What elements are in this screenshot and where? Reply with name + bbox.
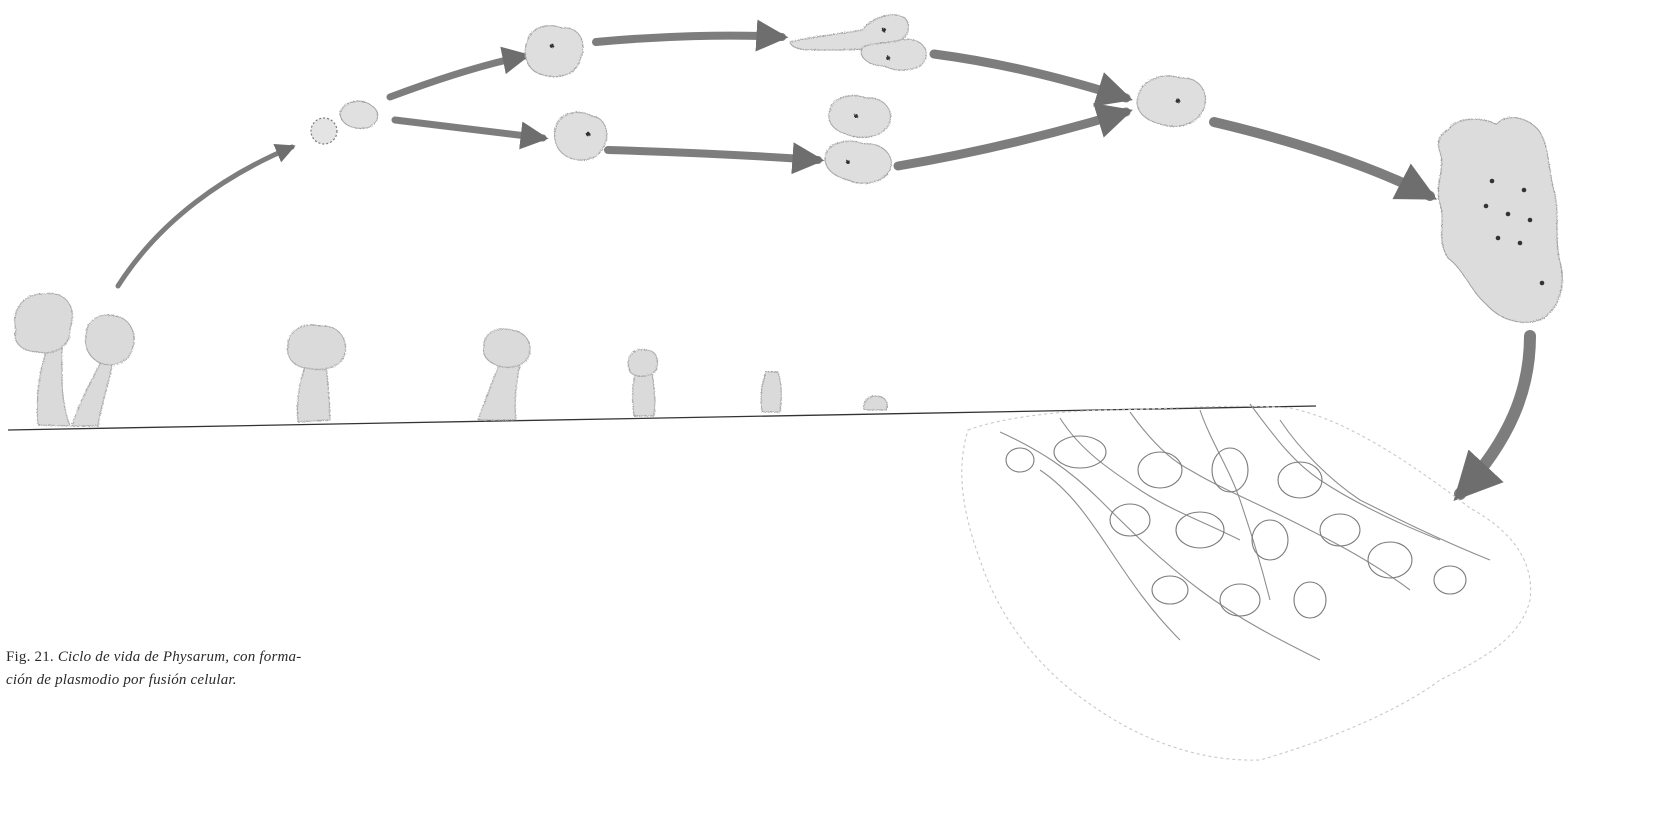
developing-sporangium-2 [478, 329, 530, 420]
developing-sporangium-4 [761, 372, 781, 412]
caption-text-2: ción de plasmodio por fusión celular. [6, 669, 406, 692]
arrow-lower-amoeba-to-cells [608, 150, 818, 160]
arrow-amoeba-to-swarm-cell [596, 36, 782, 42]
arrow-sporangium-to-spore [118, 147, 292, 286]
spore-germination [311, 101, 378, 144]
plasmodium [1438, 118, 1562, 323]
ground-line [8, 406, 1316, 430]
spore [311, 118, 337, 144]
mature-sporangium-right [72, 315, 134, 426]
caption-label: Fig. 21. [6, 649, 54, 665]
swarm-cells-flagellate [790, 15, 926, 70]
arrow-spore-to-lower-amoeba [395, 120, 543, 138]
fusing-cells-lower [825, 141, 891, 183]
arrow-zygote-to-plasmodium [1214, 122, 1430, 196]
developing-sporangium-3 [628, 350, 658, 416]
sporangia-group [15, 293, 888, 426]
amoeba-lower [554, 112, 606, 160]
amoeba-upper [525, 26, 583, 77]
arrow-cells-to-zygote [898, 112, 1126, 166]
mature-sporangium-left [15, 293, 73, 426]
arrow-swarm-to-zygote [934, 54, 1126, 98]
caption-text-1: Ciclo de vida de Physarum, con forma- [58, 649, 302, 665]
emerging-amoeba [340, 101, 378, 128]
developing-sporangium-5 [864, 396, 888, 410]
caption-line-1: Fig. 21. Ciclo de vida de Physarum, con … [6, 646, 406, 669]
figure-caption: Fig. 21. Ciclo de vida de Physarum, con … [6, 646, 406, 693]
developing-sporangium-1 [288, 325, 346, 422]
zygote [1137, 76, 1205, 126]
arrow-spore-to-upper-amoeba [390, 56, 525, 97]
cycle-arrows [118, 36, 1530, 494]
plasmodium-network [962, 404, 1531, 760]
fusing-cells-upper [829, 96, 891, 138]
arrow-plasmodium-to-network [1460, 336, 1530, 494]
